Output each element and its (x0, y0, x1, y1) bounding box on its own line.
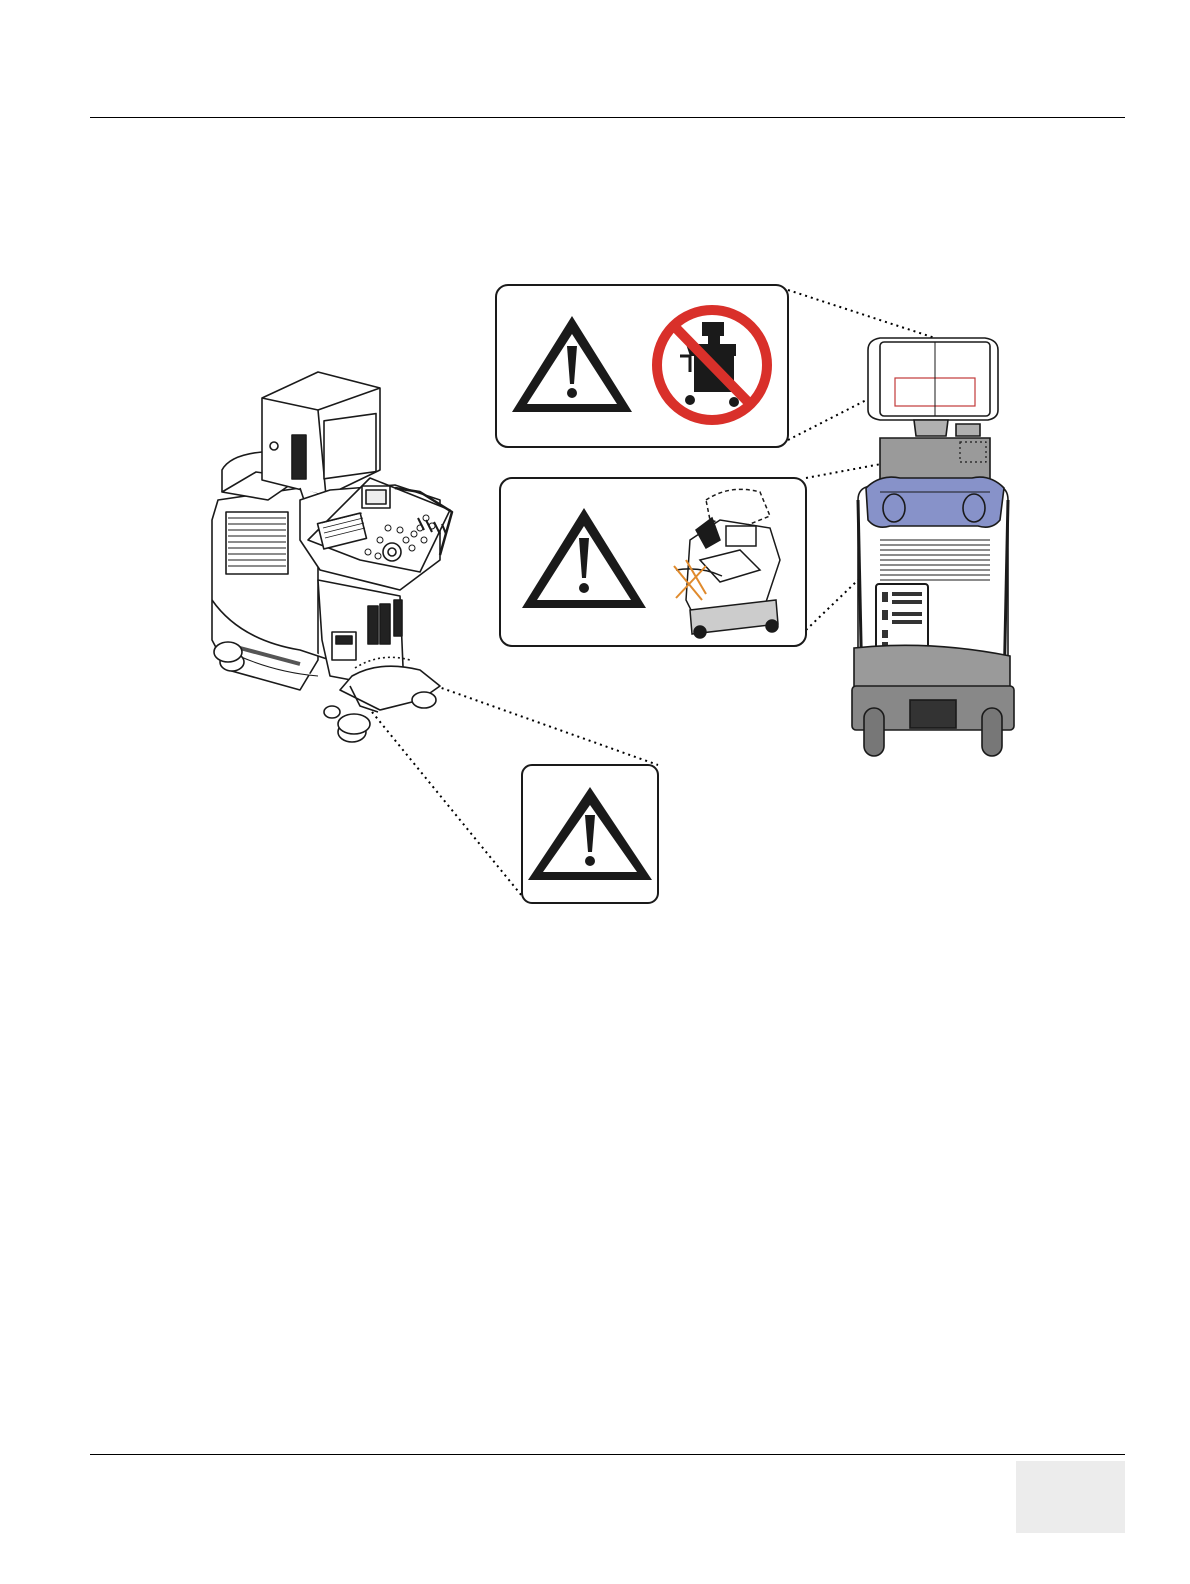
ultrasound-cart-front-view (212, 372, 452, 742)
warning-label-do-not-push (496, 285, 788, 447)
warning-label-tipping-hazard (500, 478, 806, 646)
warning-label-caution (522, 765, 658, 903)
ultrasound-cart-rear-view (852, 338, 1014, 756)
no-push-cart-icon (657, 310, 767, 420)
